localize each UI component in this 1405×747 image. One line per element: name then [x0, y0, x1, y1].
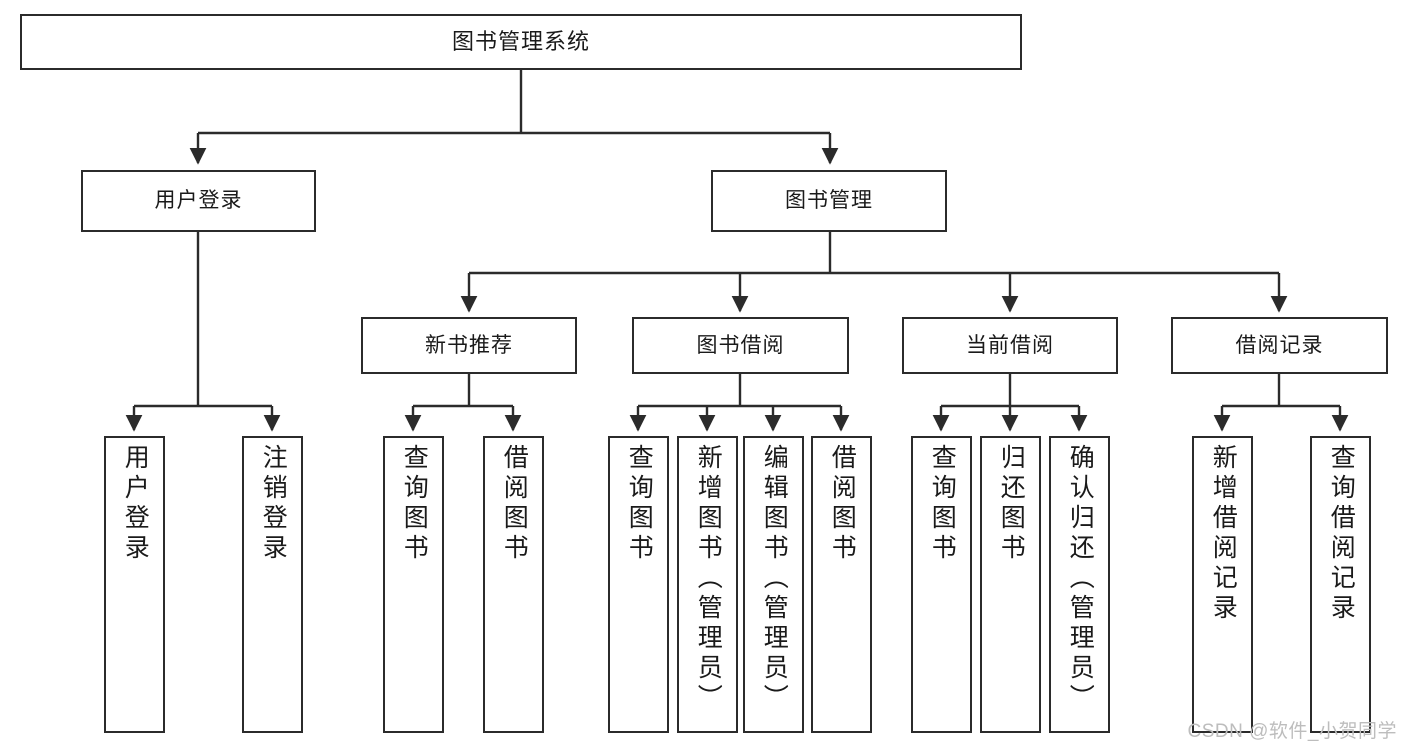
- node-label: 借阅图书: [500, 444, 529, 564]
- leaf-query-book-recommend[interactable]: 查询图书: [383, 436, 444, 733]
- node-new-book-recommend[interactable]: 新书推荐: [361, 317, 577, 374]
- leaf-user-login[interactable]: 用户登录: [104, 436, 165, 733]
- node-current-borrow[interactable]: 当前借阅: [902, 317, 1118, 374]
- node-borrow-record[interactable]: 借阅记录: [1171, 317, 1388, 374]
- node-label: 图书管理系统: [451, 28, 590, 54]
- node-label: 编辑图书（管理员）: [760, 444, 789, 714]
- node-label: 归还图书: [997, 444, 1026, 564]
- leaf-confirm-return-admin[interactable]: 确认归还（管理员）: [1049, 436, 1110, 733]
- node-label: 图书管理: [785, 189, 873, 213]
- node-user-login[interactable]: 用户登录: [81, 170, 316, 232]
- leaf-borrow-book[interactable]: 借阅图书: [811, 436, 872, 733]
- leaf-edit-book-admin[interactable]: 编辑图书（管理员）: [743, 436, 804, 733]
- node-label: 当前借阅: [966, 333, 1054, 357]
- watermark-text: CSDN @软件_小贺同学: [1187, 721, 1397, 742]
- node-label: 用户登录: [154, 189, 243, 213]
- node-label: 确认归还（管理员）: [1066, 444, 1095, 714]
- node-label: 借阅记录: [1235, 333, 1324, 357]
- node-label: 查询图书: [928, 444, 957, 564]
- leaf-add-book-admin[interactable]: 新增图书（管理员）: [677, 436, 738, 733]
- node-label: 查询借阅记录: [1327, 444, 1356, 624]
- leaf-query-book-current[interactable]: 查询图书: [911, 436, 972, 733]
- leaf-query-borrow-record[interactable]: 查询借阅记录: [1310, 436, 1371, 733]
- node-label: 借阅图书: [828, 444, 857, 564]
- node-label: 查询图书: [400, 444, 429, 564]
- node-book-borrow[interactable]: 图书借阅: [632, 317, 849, 374]
- leaf-return-book[interactable]: 归还图书: [980, 436, 1041, 733]
- node-label: 新书推荐: [425, 333, 513, 357]
- leaf-add-borrow-record[interactable]: 新增借阅记录: [1192, 436, 1253, 733]
- node-label: 新增图书（管理员）: [694, 444, 723, 714]
- node-root-book-management-system[interactable]: 图书管理系统: [20, 14, 1022, 70]
- leaf-logout[interactable]: 注销登录: [242, 436, 303, 733]
- node-book-management[interactable]: 图书管理: [711, 170, 947, 232]
- node-label: 注销登录: [259, 444, 288, 564]
- node-label: 查询图书: [625, 444, 654, 564]
- node-label: 图书借阅: [696, 333, 785, 357]
- leaf-borrow-book-recommend[interactable]: 借阅图书: [483, 436, 544, 733]
- leaf-query-book-borrow[interactable]: 查询图书: [608, 436, 669, 733]
- node-label: 新增借阅记录: [1209, 444, 1238, 624]
- node-label: 用户登录: [121, 444, 150, 564]
